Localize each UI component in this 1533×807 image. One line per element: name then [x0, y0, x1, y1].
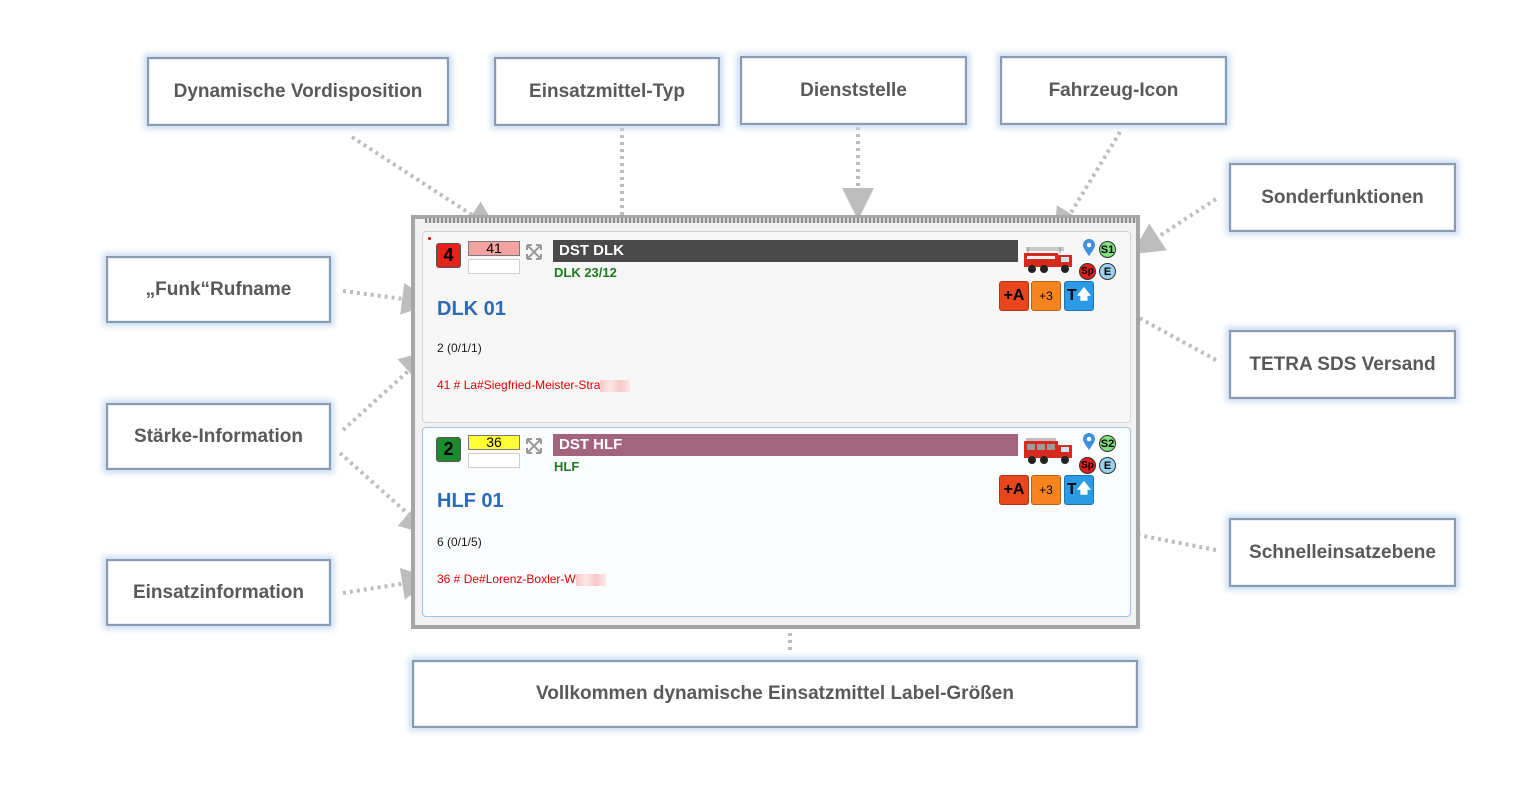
add-alarm-button[interactable]: +A: [999, 475, 1029, 505]
callout-funk-rufname: „Funk“Rufname: [106, 256, 331, 323]
callout-staerke-information: Stärke-Information: [106, 403, 331, 470]
location-pin-icon[interactable]: [1082, 239, 1096, 257]
add-alarm-button[interactable]: +A: [999, 281, 1029, 311]
plus-three-button[interactable]: +3: [1031, 475, 1061, 505]
s2-icon[interactable]: S2: [1099, 435, 1116, 452]
staerke-info: 2 (0/1/1): [437, 341, 482, 355]
tetra-sds-button[interactable]: T🡅: [1064, 281, 1094, 311]
sp-icon[interactable]: Sp: [1079, 263, 1096, 280]
unit-card-hlf[interactable]: 2 36 DST HLF HLF S2 Sp E +A +3 T🡅 HLF 01…: [422, 427, 1131, 617]
fire-truck-icon: [1024, 438, 1072, 464]
location-pin-icon[interactable]: [1082, 433, 1096, 451]
dienststelle-bar[interactable]: DST DLK: [553, 240, 1018, 262]
expand-icon[interactable]: [524, 436, 544, 456]
expand-icon[interactable]: [524, 242, 544, 262]
einsatz-info[interactable]: 41 # La#Siegfried-Meister-Stra: [437, 378, 631, 392]
redacted-area: [575, 573, 606, 586]
dienststelle-bar[interactable]: DST HLF: [553, 434, 1018, 456]
status-badge[interactable]: 4: [436, 243, 461, 268]
arrow-sonder: [1131, 197, 1218, 255]
predisposition-slot[interactable]: [468, 259, 520, 274]
redacted-area: [600, 379, 631, 392]
fire-truck-icon: [1024, 247, 1072, 273]
sp-icon[interactable]: Sp: [1079, 457, 1096, 474]
predisposition-slot[interactable]: [468, 453, 520, 468]
callout-tetra-sds: TETRA SDS Versand: [1229, 330, 1456, 399]
staerke-info: 6 (0/1/5): [437, 535, 482, 549]
predisposition-number[interactable]: 41: [468, 241, 520, 256]
einsatz-info[interactable]: 36 # De#Lorenz-Boxler-W: [437, 572, 606, 586]
funk-rufname[interactable]: HLF 01: [437, 490, 504, 512]
unit-type-label: DLK 23/12: [554, 265, 617, 280]
e-icon[interactable]: E: [1099, 457, 1116, 474]
panel-resize-edge[interactable]: [425, 218, 1136, 223]
funk-rufname[interactable]: DLK 01: [437, 298, 506, 320]
callout-dynamische-vordisposition: Dynamische Vordisposition: [147, 57, 449, 126]
callout-schnelleinsatzebene: Schnelleinsatzebene: [1229, 518, 1456, 587]
tetra-label: T: [1066, 481, 1077, 498]
unit-panel: 4 41 DST DLK DLK 23/12 S1 Sp E +A +3 T🡅: [411, 215, 1140, 629]
callout-fahrzeug-icon: Fahrzeug-Icon: [1000, 56, 1227, 125]
arrow-up-icon: 🡅: [1076, 480, 1092, 496]
callout-einsatzmittel-typ: Einsatzmittel-Typ: [494, 57, 720, 126]
arrow-up-icon: 🡅: [1076, 286, 1092, 302]
callout-sonderfunktionen: Sonderfunktionen: [1229, 163, 1456, 232]
unit-type-label: HLF: [554, 459, 580, 474]
einsatz-address: 36 # De#Lorenz-Boxler-W: [437, 572, 576, 586]
tetra-label: T: [1066, 287, 1077, 304]
predisposition-number[interactable]: 36: [468, 435, 520, 450]
tetra-sds-button[interactable]: T🡅: [1064, 475, 1094, 505]
e-icon[interactable]: E: [1099, 263, 1116, 280]
unit-card-dlk[interactable]: 4 41 DST DLK DLK 23/12 S1 Sp E +A +3 T🡅: [422, 231, 1131, 423]
s1-icon[interactable]: S1: [1099, 241, 1116, 258]
arrow-staerke-2: [338, 451, 432, 536]
callout-label-groessen: Vollkommen dynamische Einsatzmittel Labe…: [412, 660, 1138, 728]
plus-three-button[interactable]: +3: [1031, 281, 1061, 311]
einsatz-address: 41 # La#Siegfried-Meister-Stra: [437, 378, 601, 392]
status-badge[interactable]: 2: [436, 437, 461, 462]
callout-einsatzinformation: Einsatzinformation: [106, 559, 331, 626]
callout-dienststelle: Dienststelle: [740, 56, 967, 125]
alert-dot: [428, 237, 431, 240]
